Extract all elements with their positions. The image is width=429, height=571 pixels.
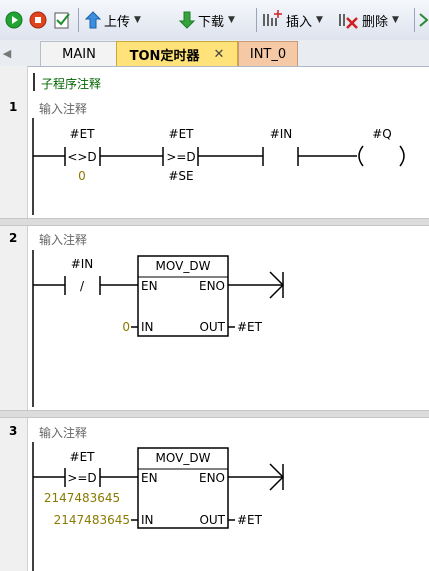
tab-int-0[interactable]: INT_0 [238,41,298,66]
tab-ton-timer[interactable]: TON定时器 ✕ [116,41,238,66]
box-pin-en: EN [141,471,158,485]
contact-op: <>D [67,150,96,164]
coil-left [358,145,364,167]
contact-op: >=D [166,150,195,164]
stop-icon [29,11,47,29]
download-button[interactable]: 下载 ▼ [178,9,235,31]
box-pin-out: OUT [199,320,225,334]
contact-operand[interactable]: #ET [169,127,195,141]
tab-bar: ◀ MAIN TON定时器 ✕ INT_0 [0,40,429,67]
function-box [137,255,229,337]
contact-operand[interactable]: #IN [71,257,94,271]
line-number-gutter [0,66,28,571]
box-in-value[interactable]: 2147483645 [54,513,130,527]
contact-operand2[interactable]: #SE [168,169,193,183]
stop-button[interactable] [28,9,48,31]
contact-operand[interactable]: #ET [70,450,96,464]
contact-operand[interactable]: #ET [70,127,96,141]
coil-operand[interactable]: #Q [372,127,392,141]
insert-network-icon [263,10,282,26]
box-name: MOV_DW [156,451,211,465]
coil-right [399,145,405,167]
subroutine-comment[interactable]: 子程序注释 [41,77,102,91]
download-label: 下载 [198,14,225,30]
tab-label: TON定时器 [129,48,200,64]
delete-network-icon [339,14,358,29]
tab-main[interactable]: MAIN [40,41,118,66]
contact-operand2[interactable]: 0 [78,169,86,183]
box-in-value[interactable]: 0 [122,320,130,334]
network-number: 1 [9,100,18,114]
compile-button[interactable] [52,9,72,31]
box-out-value[interactable]: #ET [237,513,263,527]
network-comment[interactable]: 输入注释 [39,426,88,440]
upload-arrow-icon [84,11,102,29]
insert-label: 插入 [286,14,313,30]
box-name: MOV_DW [156,259,211,273]
subroutine-marker [33,73,35,91]
close-icon[interactable]: ✕ [213,46,225,62]
download-arrow-icon [178,11,196,29]
chevron-down-icon[interactable]: ▼ [228,15,235,25]
contact-operand[interactable]: #IN [270,127,293,141]
contact-operand2[interactable]: 2147483645 [44,491,120,505]
network-number: 2 [9,231,18,245]
chevron-down-icon[interactable]: ▼ [392,15,399,25]
tab-label: MAIN [62,46,96,62]
network-separator [0,218,429,226]
chevron-down-icon[interactable]: ▼ [134,15,141,25]
delete-label: 删除 [362,14,389,30]
contact-op: >=D [67,471,96,485]
chevron-down-icon[interactable]: ▼ [316,15,323,25]
box-pin-in: IN [141,320,154,334]
toolbar: 上传 ▼ 下载 ▼ 插入 ▼ 删除 ▼ [0,0,429,41]
function-box [137,447,229,529]
box-pin-eno: ENO [199,471,225,485]
network-comment[interactable]: 输入注释 [39,233,88,247]
network-separator [0,410,429,418]
toolbar-separator [78,8,79,32]
toolbar-separator [414,8,415,32]
insert-button[interactable]: 插入 ▼ [262,9,323,31]
network-number: 3 [9,424,18,438]
network-comment[interactable]: 输入注释 [39,102,88,116]
upload-label: 上传 [104,14,131,30]
toolbar-separator [256,8,257,32]
box-pin-out: OUT [199,513,225,527]
box-out-value[interactable]: #ET [237,320,263,334]
tab-label: INT_0 [249,46,287,62]
box-pin-eno: ENO [199,279,225,293]
more-toolbar-button[interactable] [418,9,429,31]
box-pin-in: IN [141,513,154,527]
delete-button[interactable]: 删除 ▼ [338,9,399,31]
contact-op: / [80,279,85,293]
check-document-icon [54,12,70,29]
box-pin-en: EN [141,279,158,293]
upload-button[interactable]: 上传 ▼ [84,9,141,31]
overflow-icon [419,13,429,27]
run-button[interactable] [4,9,24,31]
scroll-left-icon[interactable]: ◀ [2,46,12,60]
play-icon [5,11,23,29]
